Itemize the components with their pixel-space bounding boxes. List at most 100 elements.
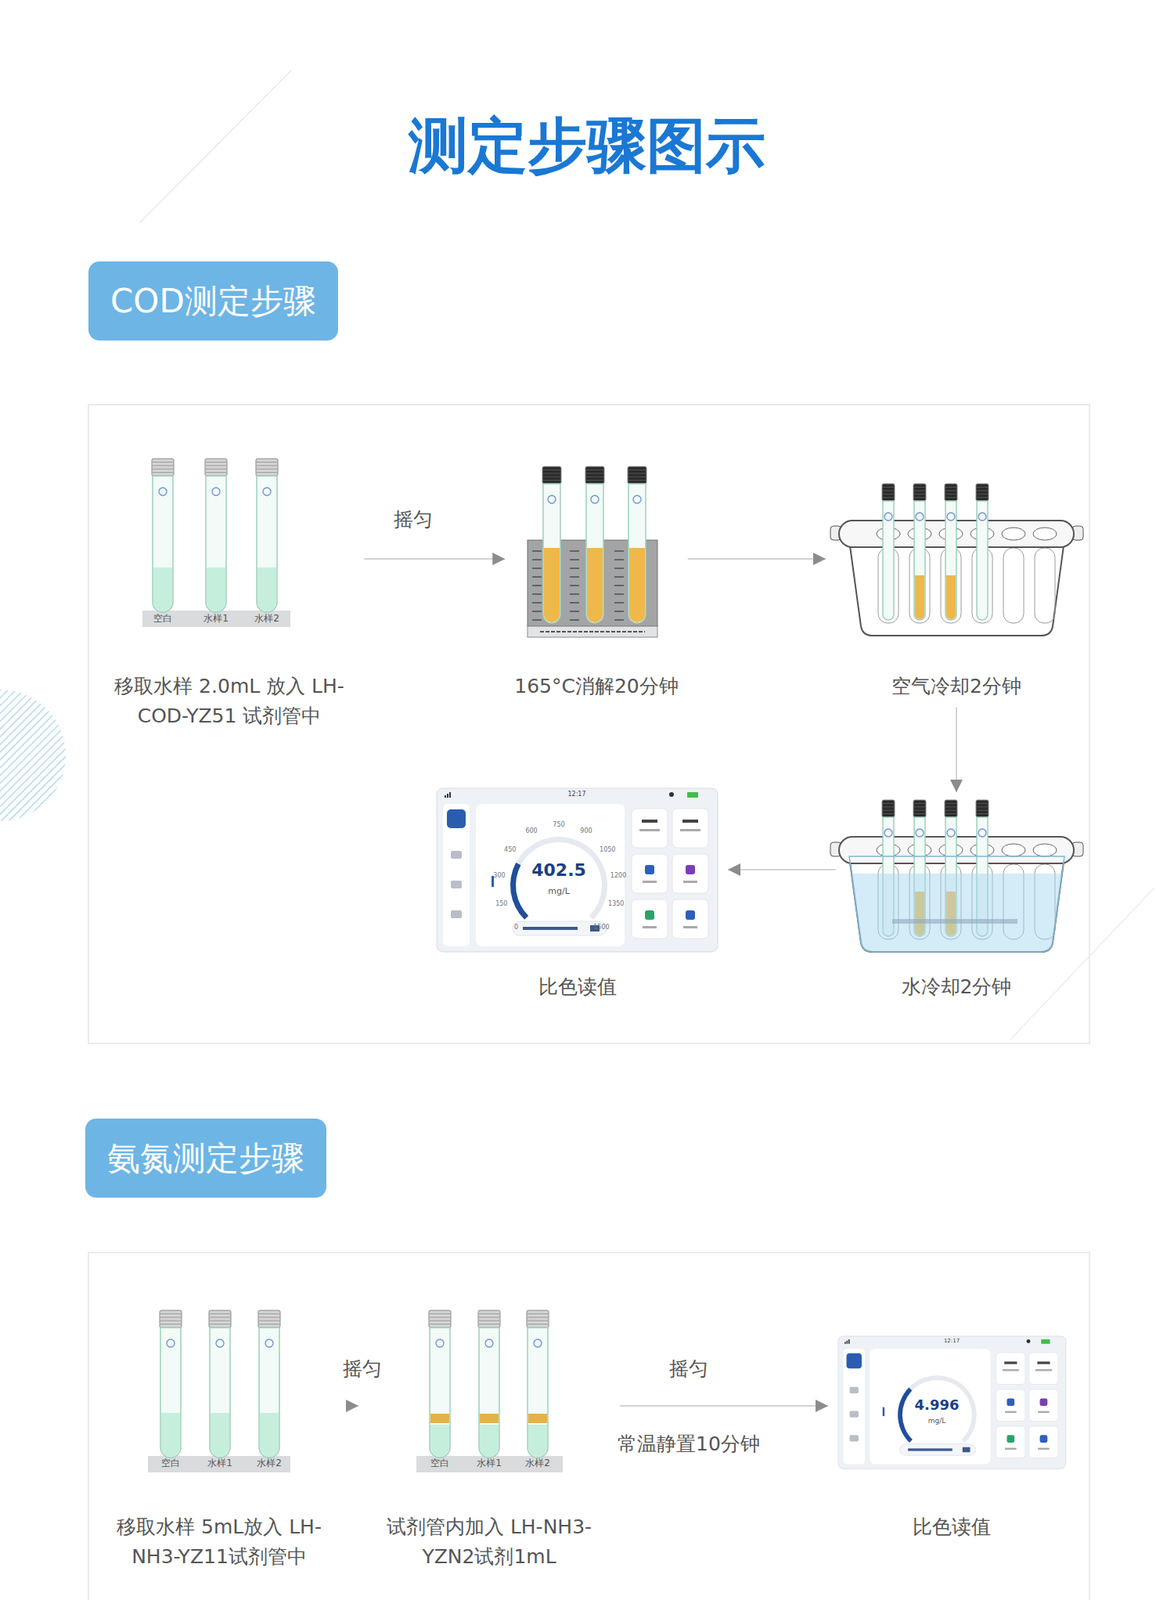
tube-body	[976, 500, 988, 620]
cap-thread	[586, 472, 604, 474]
heater-slot	[614, 550, 624, 552]
tube-cap	[526, 1310, 549, 1328]
basket-well	[1034, 547, 1056, 624]
cap-thread	[259, 1320, 280, 1322]
test-tube	[627, 466, 647, 624]
tube-body	[160, 1327, 181, 1458]
cap-thread	[882, 493, 894, 495]
screen-text: 450	[504, 846, 516, 854]
test-tube	[159, 1310, 182, 1458]
tube-mark	[435, 1339, 444, 1347]
signal-bar	[446, 793, 449, 798]
tube-body	[543, 483, 561, 624]
tube-cap	[255, 458, 278, 476]
status-dot	[669, 792, 674, 797]
step-note: 常温静置10分钟	[617, 1433, 760, 1455]
tube-body	[882, 500, 894, 620]
basket-well	[1003, 547, 1024, 624]
test-tube	[428, 1310, 451, 1458]
cap-thread	[628, 479, 646, 481]
cap-thread	[914, 486, 926, 488]
cap-thread	[527, 1313, 548, 1315]
tube-mark	[212, 487, 220, 496]
cap-thread	[429, 1316, 451, 1318]
reagent-band	[528, 1413, 548, 1423]
tile-mark	[680, 828, 701, 832]
tube-mark	[915, 512, 924, 521]
tube-liquid	[543, 547, 560, 623]
tube-cap	[913, 483, 926, 501]
step-caption: 165°C消解20分钟	[514, 671, 679, 702]
cap-thread	[543, 476, 561, 478]
cap-thread	[914, 493, 926, 495]
step-card: 移取水样 5mL放入 LH-NH3-YZ11试剂管中	[91, 1310, 347, 1574]
tube-label: 水样2	[254, 613, 280, 624]
signal-bar	[444, 795, 447, 798]
test-tube	[208, 1310, 231, 1458]
cap-thread	[209, 1323, 231, 1325]
step-caption: 移取水样 2.0mL 放入 LH-COD-YZ51 试剂管中	[104, 671, 355, 731]
rack-base	[416, 1455, 563, 1473]
side-icon	[849, 1434, 859, 1441]
status-dot	[1026, 1339, 1031, 1344]
rim-hole	[1001, 843, 1026, 857]
tube-body	[945, 500, 957, 620]
photometer-screen	[436, 788, 718, 952]
main-panel	[870, 1348, 991, 1464]
tile-mark	[642, 880, 657, 883]
cap-thread	[160, 1323, 181, 1325]
cap-thread	[976, 496, 988, 498]
tube-mark	[633, 495, 642, 504]
tube-mark	[947, 512, 955, 521]
cap-thread	[256, 471, 278, 473]
cap-thread	[152, 471, 173, 473]
heater-slot	[614, 593, 624, 595]
side-icon	[450, 880, 462, 889]
tube-liquid	[257, 567, 277, 612]
tube-rack	[147, 1310, 291, 1473]
heater-slot	[532, 576, 542, 578]
test-tube	[478, 1310, 501, 1458]
screen-text: 900	[579, 828, 592, 836]
cap-thread	[882, 486, 894, 488]
tube-mark	[978, 512, 987, 521]
test-tube	[205, 458, 227, 613]
tile-mark	[1002, 1368, 1020, 1371]
screen-text: 4.996	[914, 1397, 960, 1413]
screen-frame	[436, 788, 718, 952]
cap-thread	[527, 1316, 548, 1318]
cap-thread	[209, 1320, 231, 1322]
flow-arrow	[727, 868, 836, 871]
screen-text: 600	[525, 828, 537, 836]
tube-mark	[265, 1339, 274, 1347]
tube-body	[586, 483, 604, 624]
cap-thread	[882, 803, 894, 804]
tile-mark	[1004, 1361, 1017, 1364]
screen-text: 300	[493, 872, 505, 880]
rack-base	[147, 1455, 291, 1473]
gauge-marker	[882, 1407, 885, 1416]
tube-mark	[947, 828, 955, 837]
tube-rack	[416, 1310, 563, 1473]
cap-thread	[429, 1323, 451, 1325]
flow-arrow	[363, 558, 505, 560]
heater-slot	[614, 601, 624, 604]
cap-thread	[205, 461, 227, 463]
heater-slot	[532, 550, 542, 552]
cap-thread	[914, 803, 926, 804]
cap-thread	[914, 806, 926, 807]
tube-body	[527, 1327, 548, 1458]
flow-arrow	[619, 1404, 829, 1407]
tube-cap	[882, 799, 895, 818]
tile-mark	[683, 880, 698, 883]
tube-body	[209, 1327, 231, 1458]
tube-liquid	[206, 567, 226, 612]
test-tube	[151, 458, 174, 613]
heater-slot	[532, 584, 542, 587]
cap-thread	[527, 1323, 548, 1325]
tube-cap	[208, 1310, 231, 1328]
menu-tile	[631, 899, 668, 939]
gauge	[897, 1375, 976, 1443]
tube-liquid	[914, 575, 925, 620]
sidebar	[842, 1348, 865, 1464]
